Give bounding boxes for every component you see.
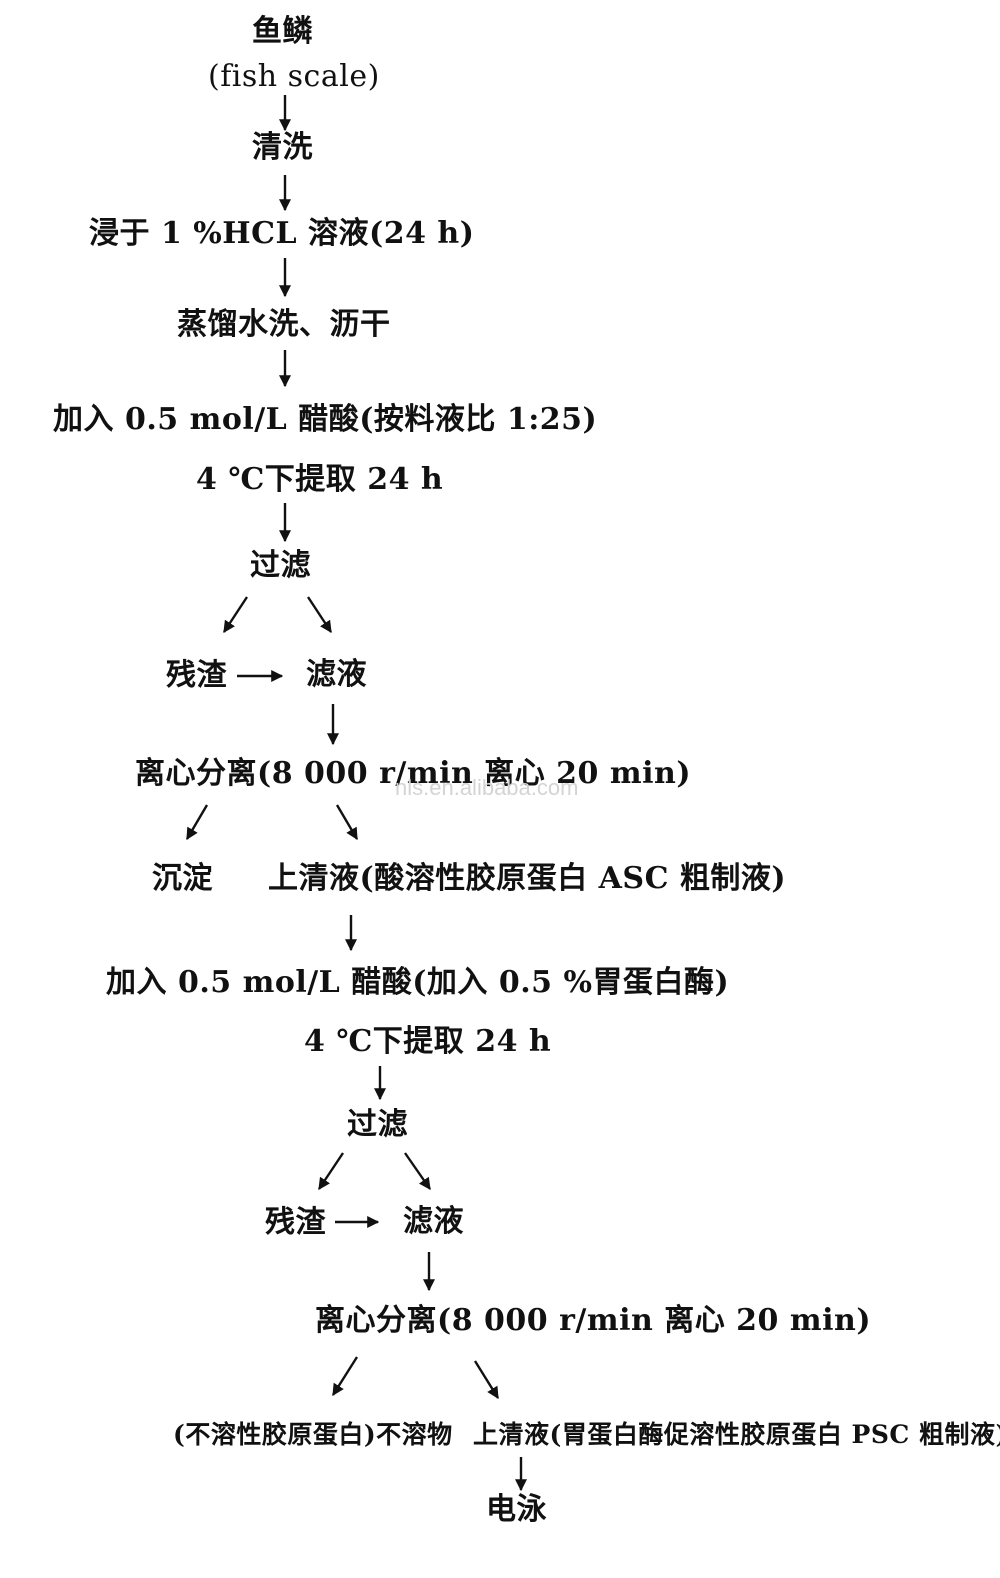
hcl-soak-step: 浸于 1 %HCL 溶液(24 h) (89, 216, 475, 251)
filtration-step-2: 过滤 (347, 1107, 408, 1142)
arrow-filter1-to-residue1 (222, 596, 249, 634)
acetic-acid-pepsin-step: 加入 0.5 mol/L 醋酸(加入 0.5 %胃蛋白酶) (106, 965, 730, 1000)
arrow-filter2-to-filtrate2 (404, 1152, 431, 1190)
insoluble-matter: (不溶性胶原蛋白)不溶物 (173, 1420, 453, 1449)
psc-supernatant: 上清液(胃蛋白酶促溶性胶原蛋白 PSC 粗制液) (473, 1420, 1000, 1449)
acetic-acid-step-1: 加入 0.5 mol/L 醋酸(按料液比 1:25) (53, 402, 598, 437)
wash-step: 清洗 (252, 130, 313, 165)
precipitate-1: 沉淀 (152, 861, 213, 896)
arrow-centrifuge2-to-insoluble (331, 1356, 359, 1397)
filtrate-2: 滤液 (403, 1204, 464, 1239)
filtration-step-1: 过滤 (250, 548, 311, 583)
residue-2: 残渣 (265, 1205, 326, 1240)
filtrate-1: 滤液 (306, 657, 367, 692)
centrifugation-step-2: 离心分离(8 000 r/min 离心 20 min) (315, 1303, 872, 1338)
asc-supernatant: 上清液(酸溶性胶原蛋白 ASC 粗制液) (268, 861, 787, 896)
electrophoresis-step: 电泳 (486, 1492, 547, 1527)
centrifugation-step-1: 离心分离(8 000 r/min 离心 20 min) (135, 756, 692, 791)
extraction-step-2: 4 ℃下提取 24 h (304, 1024, 552, 1059)
rinse-drain-step: 蒸馏水洗、沥干 (177, 307, 391, 342)
arrow-filter2-to-residue2 (318, 1152, 344, 1190)
extraction-step-1: 4 ℃下提取 24 h (196, 462, 444, 497)
watermark: nls.en.alibaba.com (395, 775, 579, 800)
arrow-filter1-to-filtrate1 (306, 596, 333, 634)
fish-scale-english-label: (fish scale) (208, 59, 380, 94)
residue-1: 残渣 (166, 658, 227, 693)
fish-scale-label: 鱼鳞 (252, 14, 313, 49)
arrow-centrifuge1-to-precipitate1 (185, 804, 209, 841)
arrow-centrifuge1-to-supernatant1 (335, 804, 359, 841)
arrow-centrifuge2-to-supernatant2 (473, 1360, 500, 1400)
